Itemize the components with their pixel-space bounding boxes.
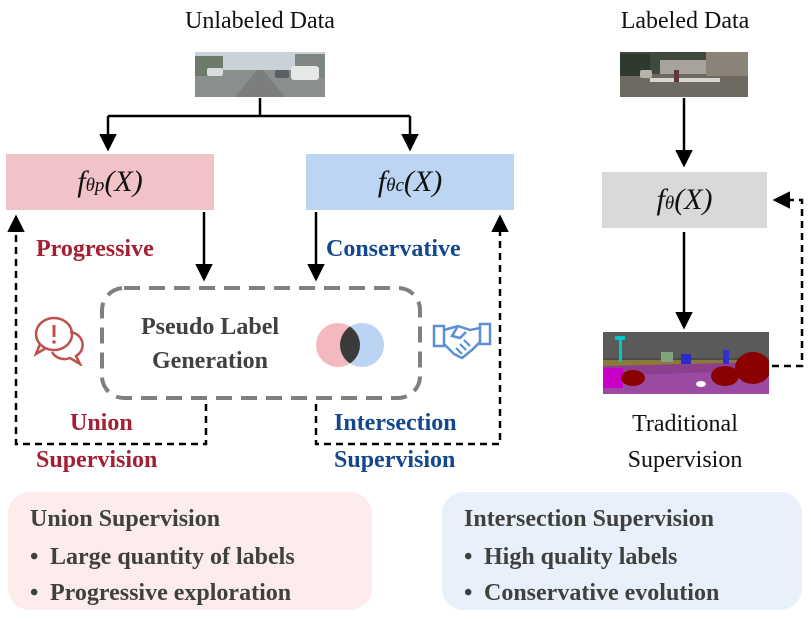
pseudo-label-generation: Pseudo Label Generation bbox=[120, 310, 300, 378]
union-panel-list: •Large quantity of labels •Progressive e… bbox=[30, 539, 372, 611]
unlabeled-data-title: Unlabeled Data bbox=[185, 8, 335, 34]
union-supervision-label-line1: Union bbox=[70, 410, 133, 436]
pseudo-label-line1: Pseudo Label bbox=[140, 314, 280, 340]
pseudo-label-line2: Generation bbox=[152, 348, 268, 374]
segmentation-image bbox=[603, 332, 769, 394]
unlabeled-street-image bbox=[195, 52, 325, 97]
union-panel-title: Union Supervision bbox=[30, 506, 221, 532]
traditional-model-base: f bbox=[656, 183, 665, 216]
intersection-panel-bullet: •High quality labels bbox=[464, 544, 678, 570]
intersection-panel-title: Intersection Supervision bbox=[464, 506, 715, 532]
traditional-model-arg: (X) bbox=[674, 183, 713, 216]
progressive-model-subscript: θp bbox=[85, 175, 105, 196]
traditional-supervision-label: Traditional Supervision bbox=[590, 406, 780, 478]
handshake-icon bbox=[432, 322, 492, 360]
intersection-panel-bullet: •Conservative evolution bbox=[464, 580, 720, 606]
conservative-label: Conservative bbox=[326, 236, 461, 262]
labeled-data-title: Labeled Data bbox=[620, 8, 750, 34]
venn-diagram-icon bbox=[316, 323, 384, 367]
traditional-model-subscript: θ bbox=[664, 193, 675, 214]
union-panel-bullet: •Large quantity of labels bbox=[30, 544, 295, 570]
conservative-model-arg: (X) bbox=[403, 165, 443, 198]
union-supervision-label-line2: Supervision bbox=[36, 447, 158, 473]
conservative-model-base: f bbox=[377, 165, 387, 198]
speech-bubble-icon bbox=[33, 316, 84, 366]
intersection-supervision-label-line2: Supervision bbox=[334, 447, 456, 473]
progressive-model-base: f bbox=[77, 165, 86, 198]
progressive-model-arg: (X) bbox=[104, 165, 143, 198]
progressive-label: Progressive bbox=[36, 236, 154, 262]
traditional-label-line2: Supervision bbox=[627, 447, 743, 473]
conservative-model-subscript: θc bbox=[386, 175, 404, 196]
union-supervision-panel: Union Supervision •Large quantity of lab… bbox=[8, 492, 372, 610]
union-panel-bullet: •Progressive exploration bbox=[30, 580, 292, 606]
intersection-panel-list: •High quality labels •Conservative evolu… bbox=[464, 539, 802, 611]
intersection-supervision-panel: Intersection Supervision •High quality l… bbox=[442, 492, 802, 610]
labeled-street-image bbox=[620, 52, 748, 97]
traditional-label-line1: Traditional bbox=[632, 411, 738, 437]
intersection-supervision-label-line1: Intersection bbox=[334, 410, 457, 436]
